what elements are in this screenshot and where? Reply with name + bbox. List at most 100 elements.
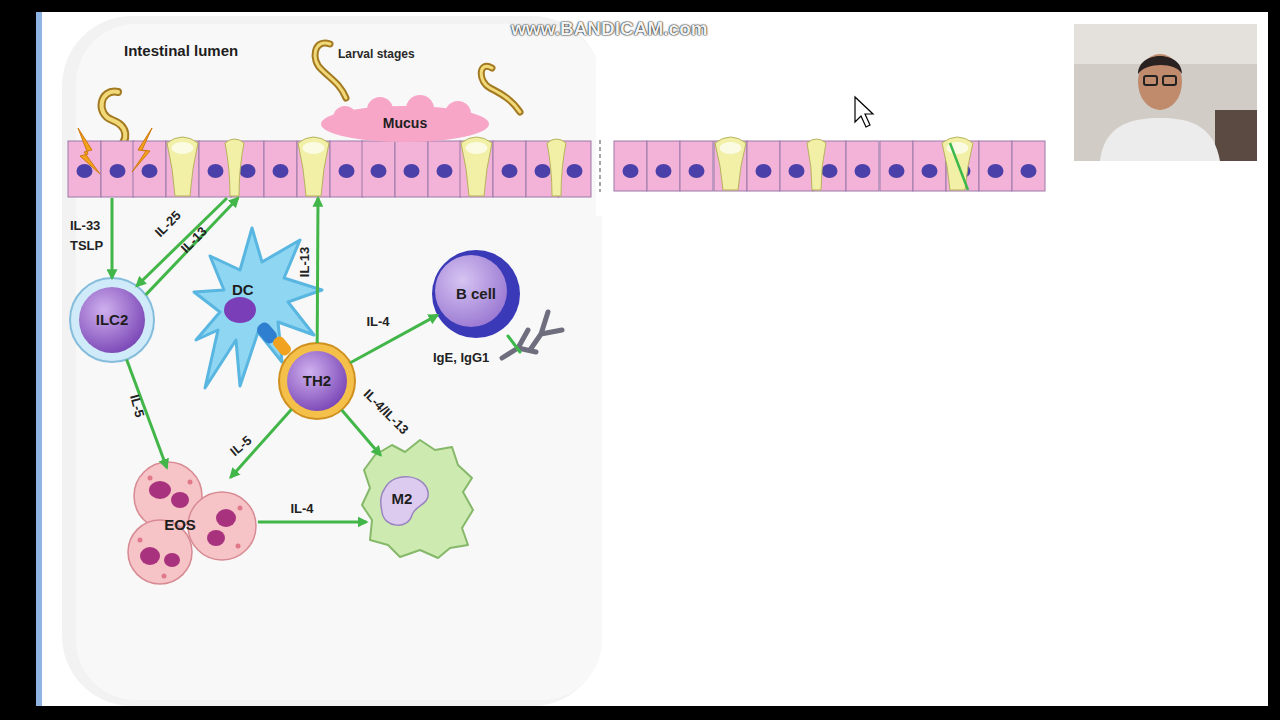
eosinophil-cells <box>140 547 160 565</box>
epithelium-cells <box>395 141 428 197</box>
epithelium-cells <box>362 141 395 197</box>
cytokine-arrow <box>127 359 167 467</box>
webcam-overlay <box>1138 54 1182 110</box>
epithelium-cells <box>599 140 601 192</box>
node-label: B cell <box>432 285 520 302</box>
epithelium-cells <box>715 137 746 190</box>
cytokine-arrow <box>316 198 320 343</box>
cytokine-arrow <box>111 198 114 278</box>
cytokine-arrow <box>350 315 437 363</box>
cytokine-label: IL-33 TSLP <box>70 216 110 256</box>
m2-macrophage <box>362 440 473 558</box>
cytokine-label: IL-4 <box>290 501 313 517</box>
th2-cell <box>279 343 355 419</box>
webcam-overlay <box>1215 110 1257 161</box>
epithelium-band: Intestinal lumen <box>68 140 1046 198</box>
cytokine-label: IL-13 <box>178 224 210 256</box>
eosinophil-cells <box>207 530 225 546</box>
eosinophil-cells <box>164 553 180 567</box>
epithelium-cells <box>950 143 968 190</box>
damage-signal <box>132 128 152 172</box>
eosinophil-cells <box>216 509 236 527</box>
cytokine-label: IL-4 <box>366 314 389 330</box>
eosinophil-cells <box>238 506 243 511</box>
ilc2-cell: ILC2 <box>70 278 154 362</box>
th2-cell: TH2 <box>279 343 355 419</box>
ilc2-cell <box>70 278 154 362</box>
cytokine-arrow <box>137 198 227 286</box>
antibody-label: IgE, IgG1 <box>433 351 489 366</box>
damage-signal <box>78 128 152 174</box>
mucus-cloud <box>321 95 489 142</box>
epithelium-cells <box>807 139 826 190</box>
b-cell <box>432 250 520 338</box>
m2-macrophage: M2 <box>362 440 474 558</box>
webcam-overlay <box>1144 76 1157 85</box>
node-label: M2 <box>346 490 458 507</box>
eosinophil-cells <box>171 492 189 508</box>
webcam-overlay <box>1138 56 1182 74</box>
antibody-symbol <box>530 312 562 350</box>
epithelium-cells <box>68 137 1045 197</box>
eosinophil-cells <box>138 538 143 543</box>
node-label: DC <box>232 281 254 298</box>
epithelium-cells <box>647 141 680 191</box>
epithelium-cells <box>101 141 134 197</box>
eosinophil-cells <box>188 480 193 485</box>
eosinophil-cells <box>149 481 171 499</box>
eosinophil-cells <box>236 544 241 549</box>
node-label: EOS <box>110 516 250 533</box>
antibody-symbol <box>502 330 536 358</box>
ilc2-cell <box>70 278 154 362</box>
epithelium-cells <box>264 141 297 197</box>
epithelium-cells <box>979 141 1012 191</box>
b-cell <box>432 250 520 338</box>
webcam-overlay <box>1163 76 1176 85</box>
mouse-cursor <box>855 97 873 127</box>
dendritic-cell <box>224 297 256 323</box>
slide-panel <box>36 12 1268 706</box>
epithelium-cells <box>547 139 566 196</box>
epithelium-cells <box>167 137 198 196</box>
cytokine-label: IL-13 <box>297 247 313 277</box>
slide-panel <box>36 12 1268 706</box>
epithelium-cells <box>614 141 647 191</box>
eosinophil-cells <box>188 492 256 560</box>
slide-panel <box>36 12 42 706</box>
epithelium-cells <box>747 141 780 191</box>
antibody-symbol <box>508 336 520 352</box>
th2-cell <box>279 343 355 419</box>
mouse-cursor <box>855 97 873 127</box>
parasite-worm <box>481 66 520 112</box>
node-label: Mucus <box>323 115 487 131</box>
webcam-overlay <box>1074 24 1257 161</box>
cytokine-label: IL-5 <box>126 393 147 419</box>
m2-macrophage <box>362 440 473 558</box>
node-label: Intestinal lumen <box>124 42 238 59</box>
watermark: www.BANDICAM.com <box>511 18 708 40</box>
eosinophil-cells <box>148 476 153 481</box>
epithelium-cells <box>942 137 973 190</box>
epithelium-cells <box>913 141 946 191</box>
cytokine-label: IL-4/IL-13 <box>360 386 411 437</box>
eosinophil-cells <box>162 574 167 579</box>
damage-signal <box>78 128 100 174</box>
epithelium-cells <box>461 137 492 196</box>
parasite-worm <box>481 66 520 112</box>
slide-panel <box>596 16 1066 216</box>
mucus-layer: Mucus <box>323 105 487 141</box>
cytokine-arrow <box>342 410 381 455</box>
slide-panel <box>76 24 602 700</box>
epithelium-cells <box>330 141 363 197</box>
epithelium-cells <box>225 139 244 196</box>
webcam-overlay <box>1100 118 1220 161</box>
node-label: TH2 <box>279 372 355 389</box>
antibody-symbol <box>502 312 562 358</box>
mucus-cloud <box>445 101 471 127</box>
webcam-overlay <box>1074 24 1257 161</box>
cytokine-arrow <box>258 521 367 524</box>
epithelium-cells <box>298 137 329 196</box>
epithelium-cells <box>880 141 913 191</box>
